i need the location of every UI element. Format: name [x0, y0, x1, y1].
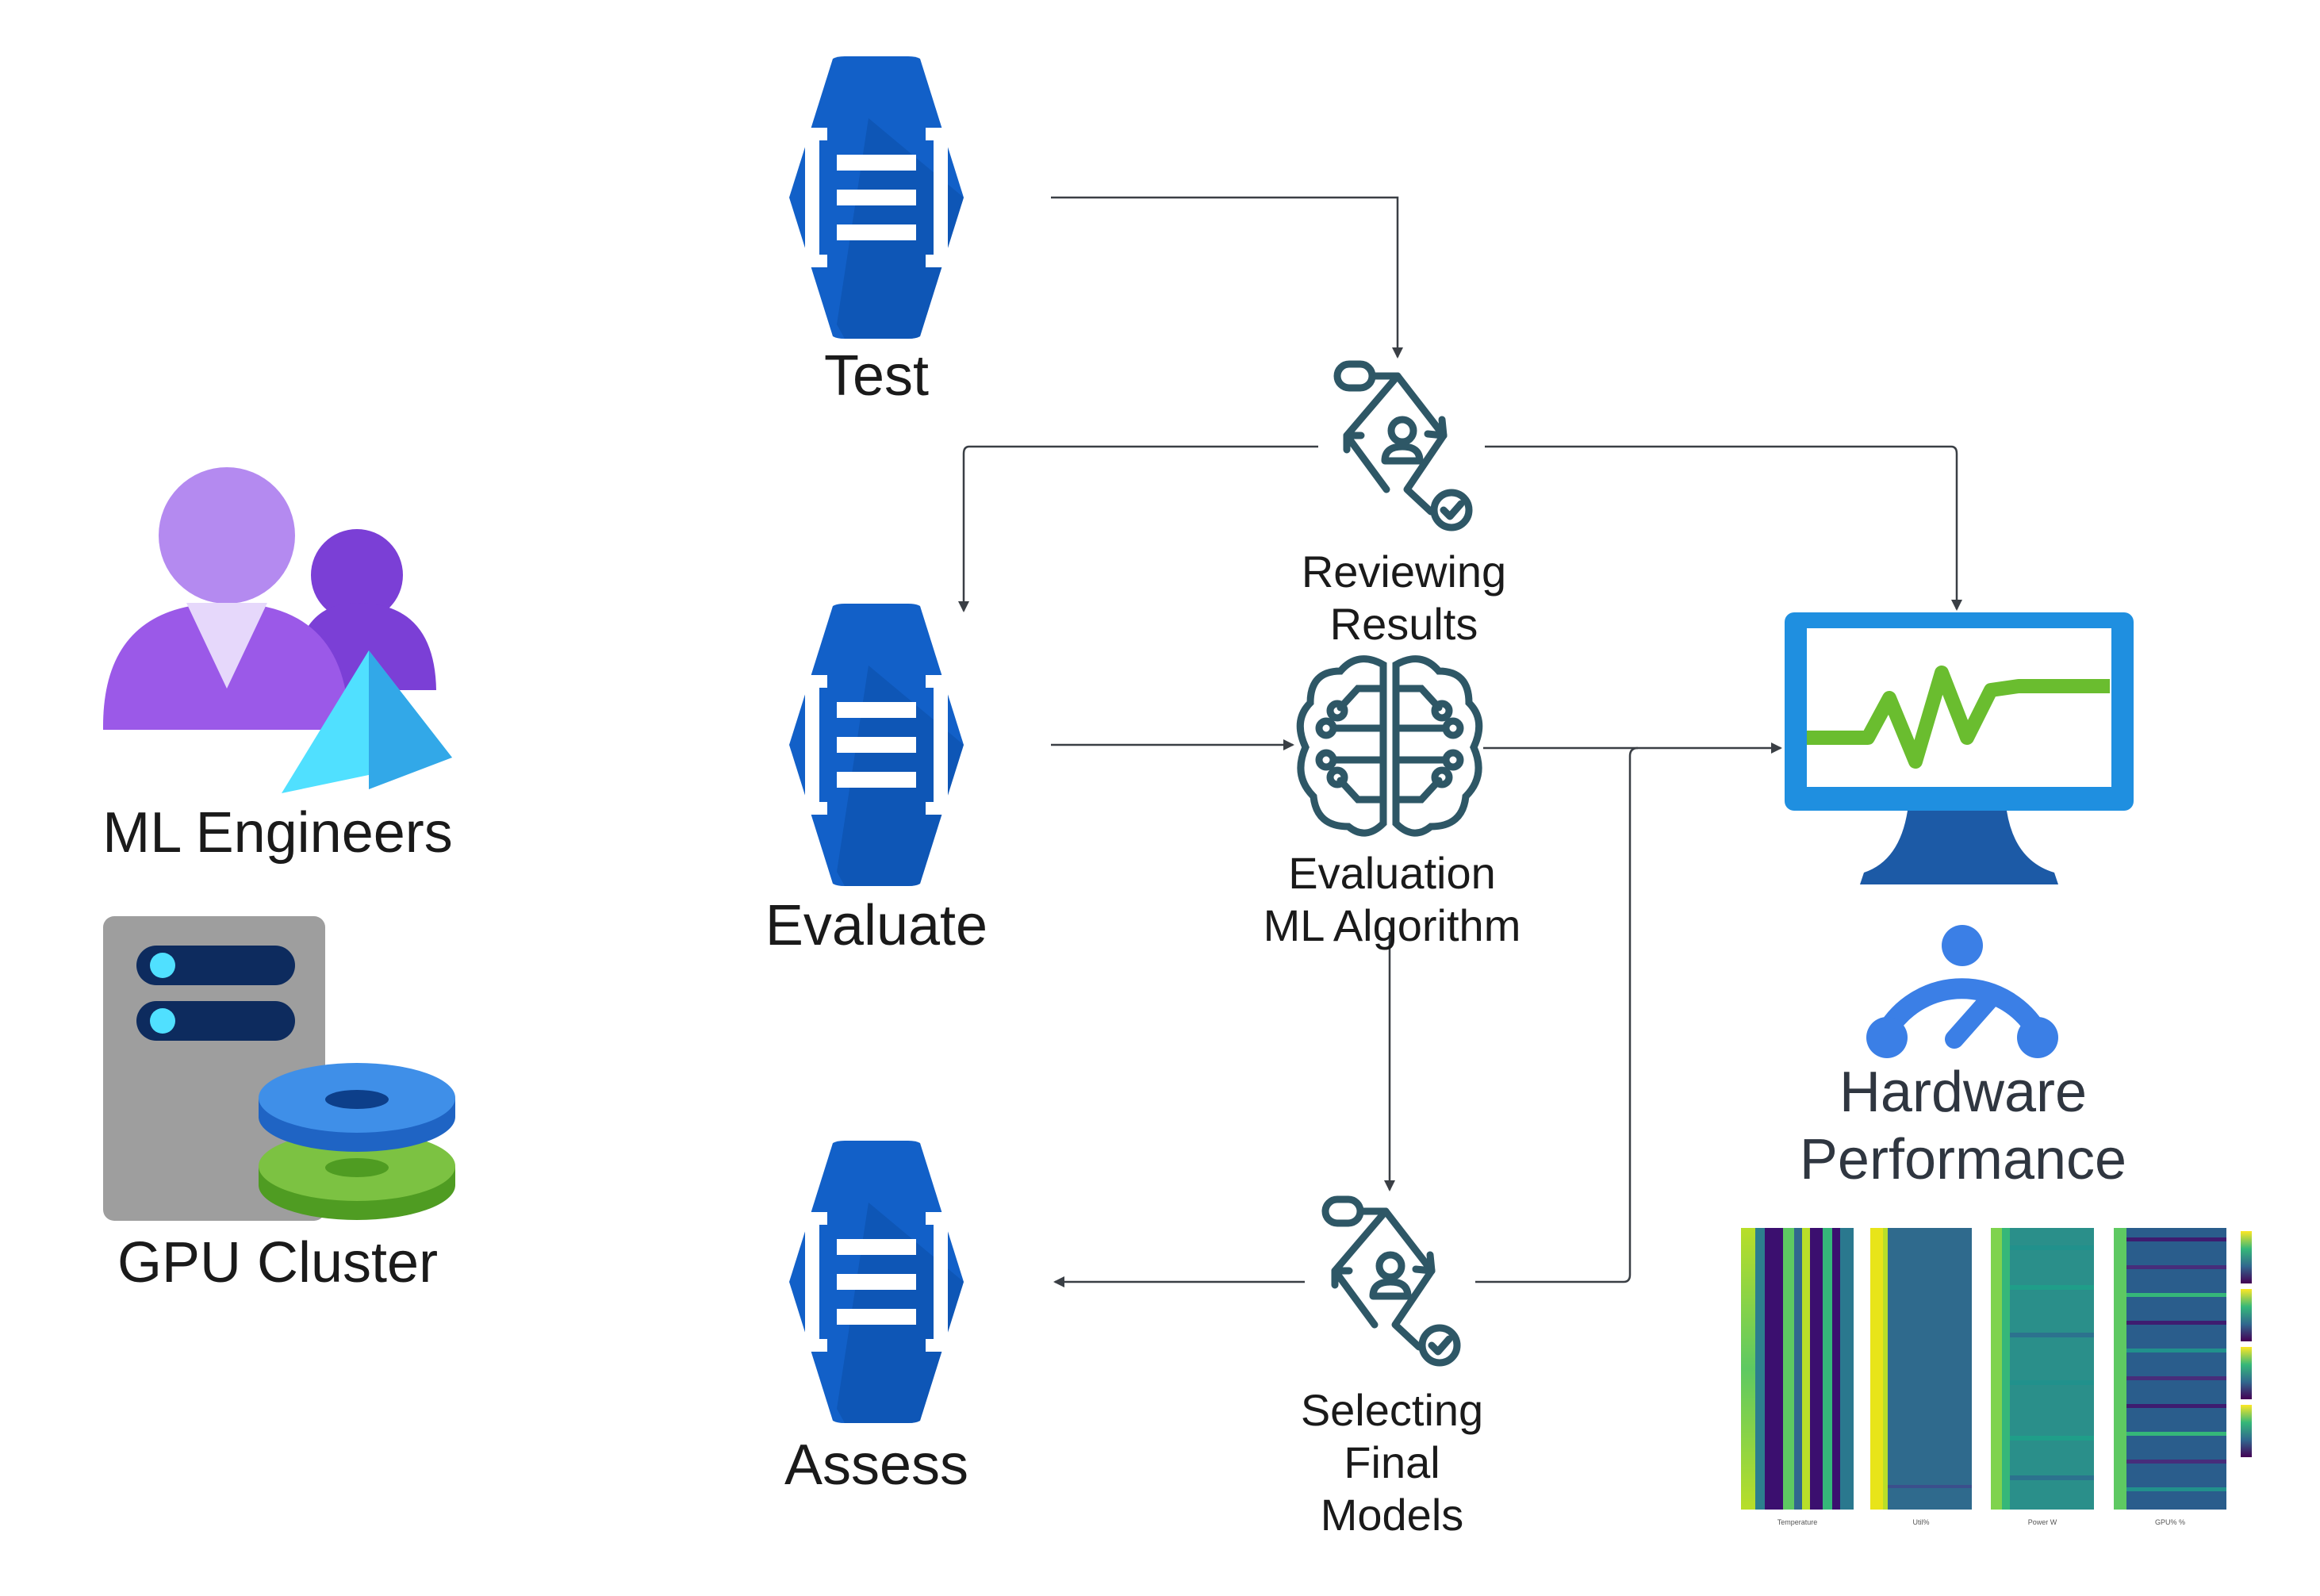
assess-label: Assess: [784, 1433, 969, 1497]
evaluation-ml-algorithm-label: Evaluation ML Algorithm: [1206, 847, 1578, 952]
selecting-final-models-label: Selecting Final Models: [1225, 1384, 1559, 1541]
heatmap-util: [1870, 1228, 1972, 1510]
arrow-reviewing-to-evaluate: [958, 445, 1318, 612]
assess-hexagon-icon: [789, 1141, 964, 1423]
arrow-reviewing-to-monitor: [1485, 445, 1962, 611]
selecting-line2: Final: [1344, 1437, 1440, 1488]
reviewing-workflow-icon: [1337, 364, 1469, 528]
selecting-workflow-icon: [1325, 1199, 1457, 1363]
test-label: Test: [823, 344, 930, 408]
heatmap-colorbars: [2241, 1231, 2252, 1457]
test-hexagon-icon: [789, 56, 964, 339]
heatmap-label-temperature: Temperature: [1777, 1518, 1818, 1526]
evaluate-label: Evaluate: [765, 894, 988, 957]
hardware-line2: Performance: [1799, 1127, 2127, 1191]
brain-circuit-icon: [1296, 655, 1483, 837]
reviewing-results-line1: Reviewing: [1301, 547, 1507, 597]
heatmap-label-power: Power W: [2028, 1518, 2057, 1526]
reviewing-results-line2: Results: [1329, 599, 1478, 650]
heatmap-label-gpu: GPU% %: [2155, 1518, 2185, 1526]
connector-selecting-to-monitor: [1475, 746, 1639, 1283]
hardware-performance-label: Hardware Performance: [1721, 1059, 2205, 1194]
heatmap-power: [1991, 1228, 2094, 1510]
evaluation-line1: Evaluation: [1288, 848, 1496, 898]
selecting-line3: Models: [1320, 1490, 1464, 1540]
monitor-heartbeat-icon: [1785, 612, 2134, 884]
gauge-icon: [1866, 925, 2058, 1058]
gpu-cluster-label: GPU Cluster: [117, 1231, 439, 1295]
hardware-heatmaps: Temperature Util% Power W GPU% %: [1741, 1228, 2252, 1526]
ml-engineers-label: ML Engineers: [102, 801, 453, 865]
selecting-line1: Selecting: [1300, 1385, 1484, 1435]
heatmap-gpu: [2114, 1228, 2226, 1510]
reviewing-results-label: Reviewing Results: [1237, 546, 1570, 650]
heatmap-temperature: [1741, 1228, 1854, 1510]
arrow-test-to-reviewing: [1051, 196, 1403, 359]
users-icon: [102, 467, 452, 793]
hardware-line1: Hardware: [1839, 1061, 2088, 1124]
evaluate-hexagon-icon: [789, 604, 964, 886]
heatmap-label-util: Util%: [1912, 1518, 1929, 1526]
evaluation-line2: ML Algorithm: [1263, 900, 1521, 951]
server-disk-icon: [103, 916, 455, 1221]
connectors: [958, 196, 1962, 1287]
